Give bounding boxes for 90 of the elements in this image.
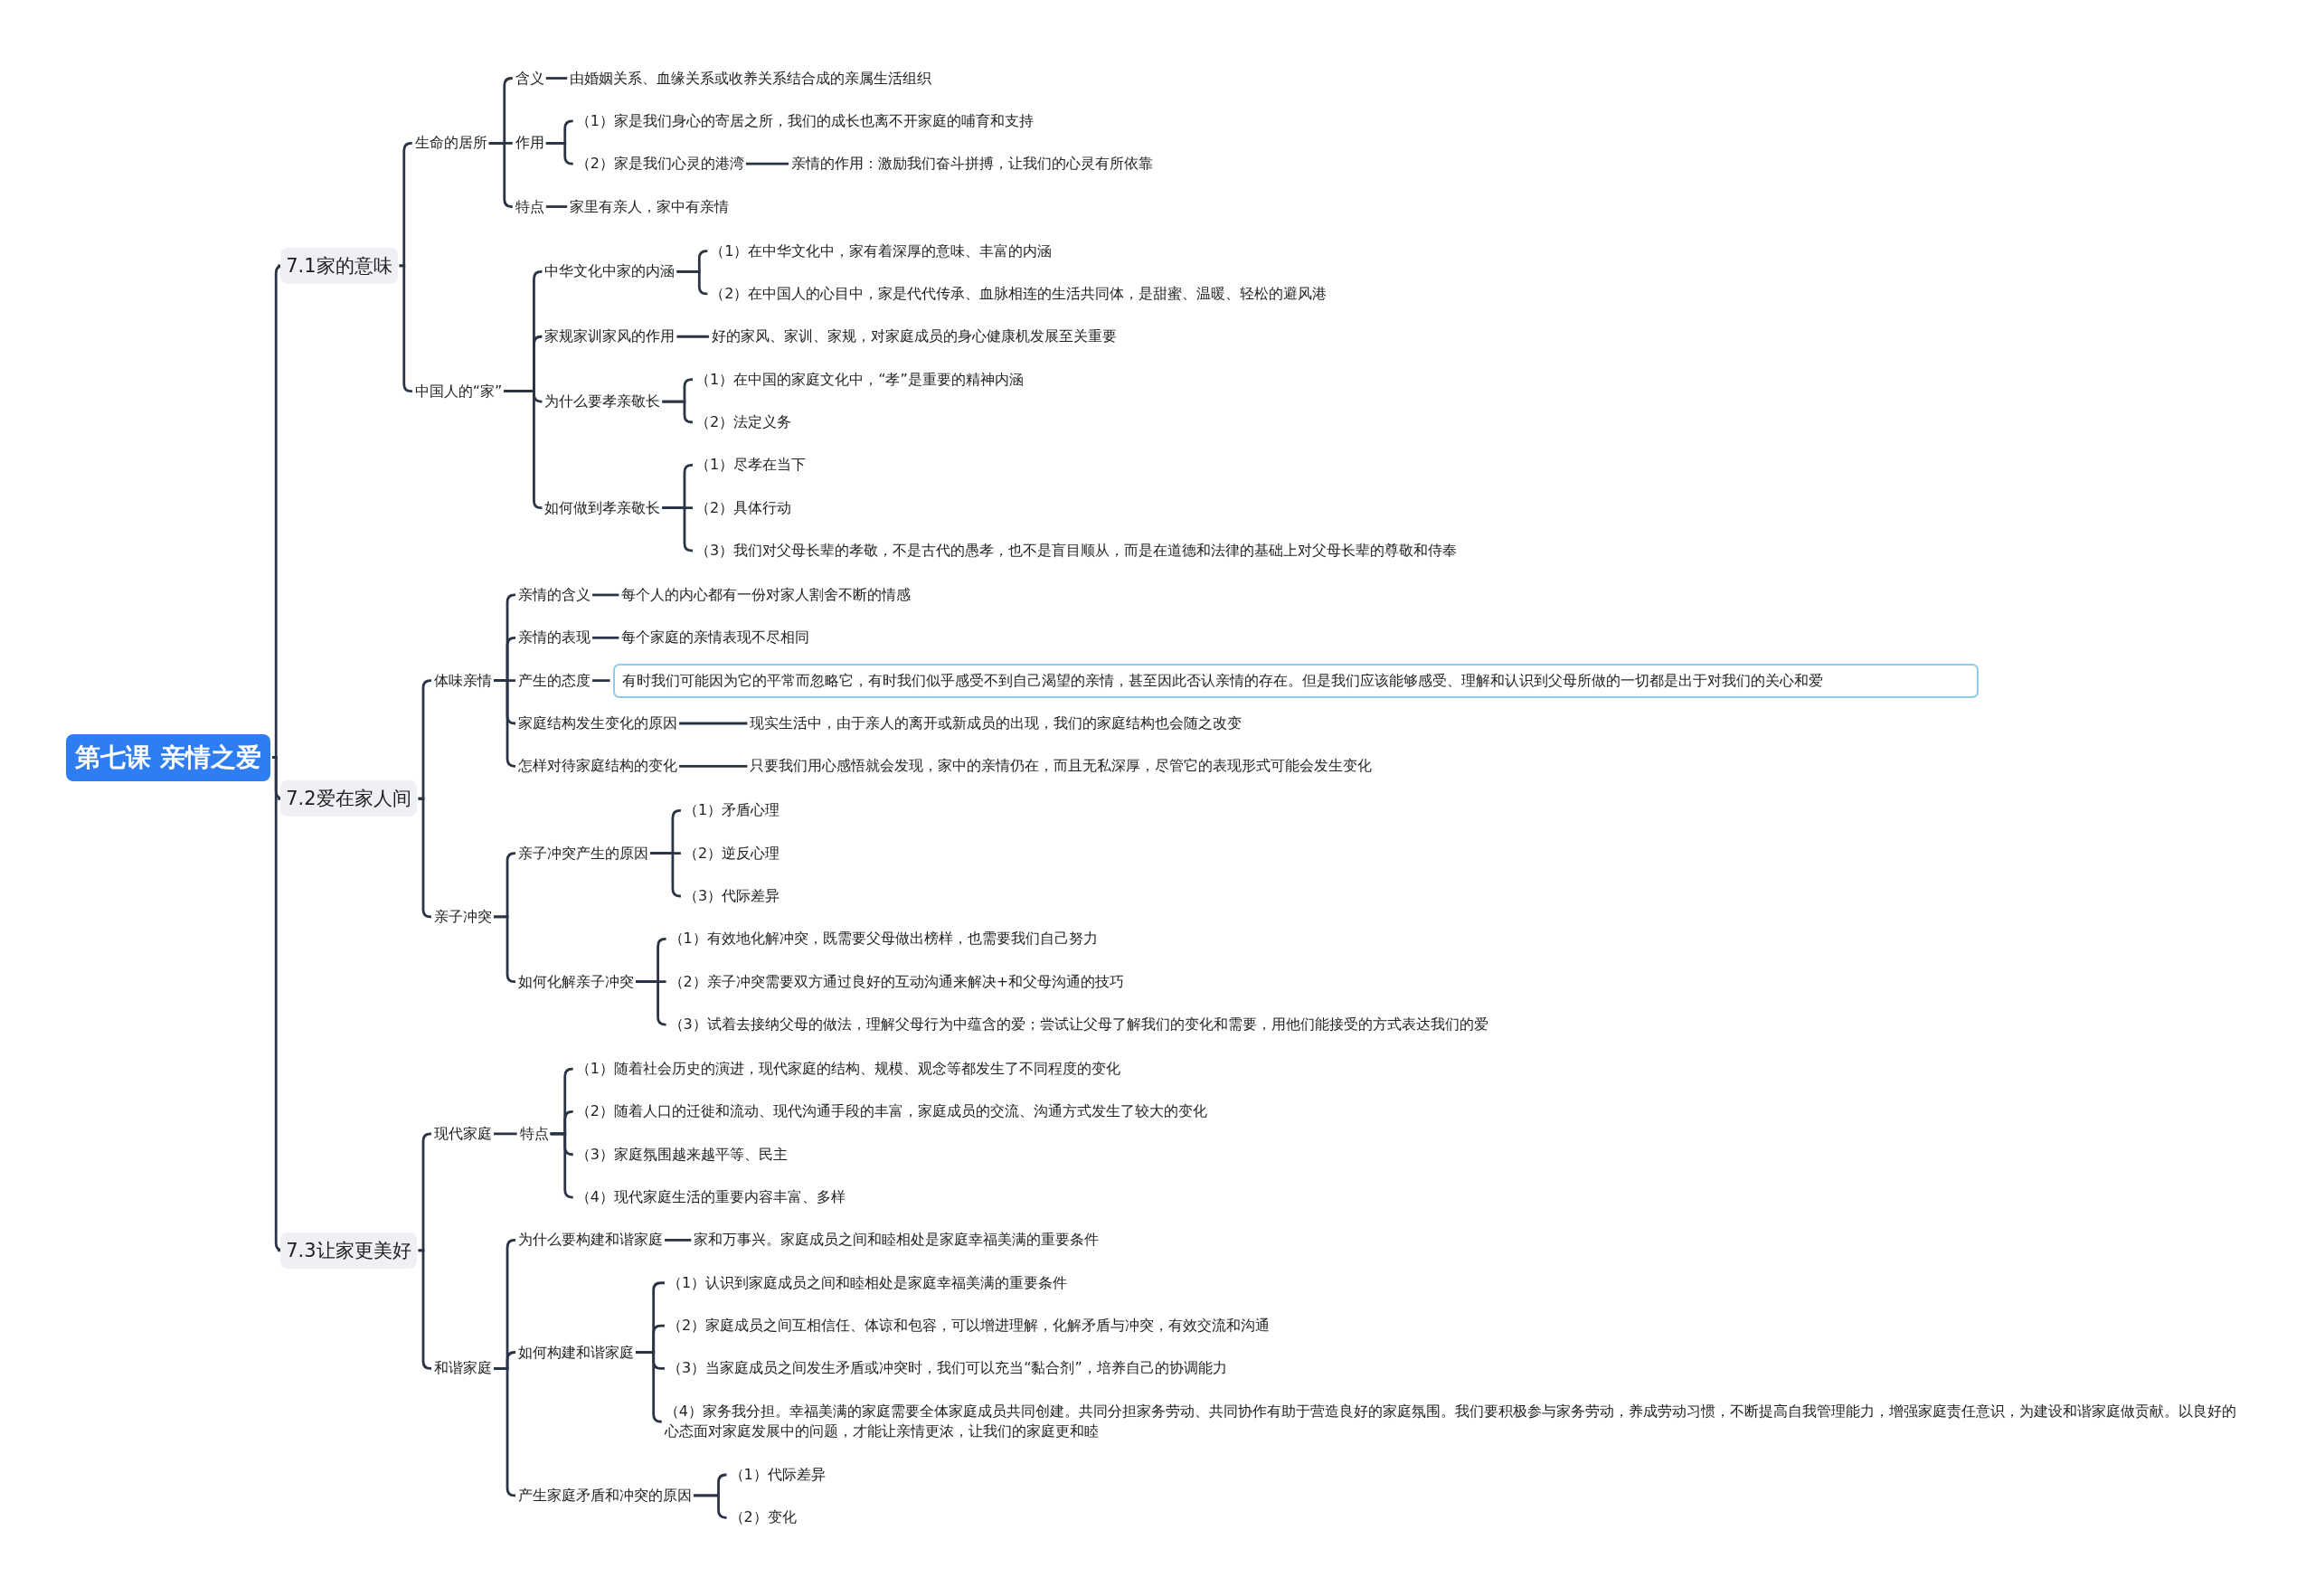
connector-line <box>662 506 694 552</box>
connector-line <box>494 1132 517 1136</box>
topic-text: 含义 <box>515 68 544 89</box>
topic-text: 家里有亲人，家中有亲情 <box>570 196 730 217</box>
topic-text: （1）尽孝在当下 <box>694 455 807 476</box>
topic-text: 现代家庭 <box>434 1123 492 1144</box>
topic-text: 中华文化中家的内涵 <box>544 261 676 282</box>
connector-line <box>494 915 516 984</box>
connector-line <box>694 1494 727 1519</box>
connector-line <box>592 679 610 683</box>
topic-text: （2）逆反心理 <box>683 843 780 864</box>
topic-text: 家庭结构发生变化的原因 <box>518 713 678 733</box>
topic-text: 好的家风、家训、家规，对家庭成员的身心健康机发展至关重要 <box>711 326 1117 347</box>
topic-text: 为什么要孝亲敬长 <box>544 392 661 412</box>
topic-text: （2）具体行动 <box>694 497 792 518</box>
topic-text: 和谐家庭 <box>434 1358 492 1379</box>
connector-line <box>399 264 413 393</box>
connector-line <box>418 797 432 919</box>
topic-text: 怎样对待家庭结构的变化 <box>518 756 678 777</box>
topic-text: 特点 <box>519 1123 549 1144</box>
connector-line <box>545 141 574 165</box>
topic-text: 每个家庭的亲情表现不尽相同 <box>621 628 810 648</box>
connector-line <box>679 722 748 725</box>
topic-text: 体味亲情 <box>434 670 492 691</box>
topic-box: 7.2爱在家人间 <box>280 780 417 817</box>
topic-text: 产生家庭矛盾和冲突的原因 <box>518 1485 693 1506</box>
topic-text: 现实生活中，由于亲人的离开或新成员的出现，我们的家庭结构也会随之改变 <box>750 713 1243 733</box>
topic-text: （1）在中华文化中，家有着深厚的意味、丰富的内涵 <box>710 241 1053 261</box>
topic-text: （4）现代家庭生活的重要内容丰富、多样 <box>575 1187 846 1208</box>
topic-text: 如何构建和谐家庭 <box>518 1342 635 1363</box>
topic-text: 亲子冲突 <box>434 906 492 927</box>
topic-text: （3）当家庭成员之间发生矛盾或冲突时，我们可以充当“黏合剂”，培养自己的协调能力 <box>666 1358 1227 1379</box>
topic-text: 特点 <box>515 196 544 217</box>
topic-text: 亲情的表现 <box>518 628 591 648</box>
topic-box: 7.1家的意味 <box>280 247 398 284</box>
connector-line <box>592 636 619 639</box>
connector-line <box>676 335 709 338</box>
topic-text: （2）变化 <box>729 1507 797 1528</box>
connector-line <box>745 162 789 165</box>
connector-line <box>665 1239 692 1242</box>
connector-line <box>550 1132 574 1199</box>
topic-text: 亲情的作用：激励我们奋斗拼搏，让我们的心灵有所依靠 <box>791 154 1154 175</box>
topic-text: （2）随着人口的迁徙和流动、现代沟通手段的丰富，家庭成员的交流、沟通方式发生了较大的变化 <box>575 1101 1207 1122</box>
topic-text: （2）亲子冲突需要双方通过良好的互动沟通来解决+和父母沟通的技巧 <box>668 971 1125 992</box>
topic-text: （1）在中国的家庭文化中，“孝”是重要的精神内涵 <box>694 369 1024 390</box>
connector-line <box>488 141 514 208</box>
topic-text: （2）在中国人的心目中，家是代代传承、血脉相连的生活共同体，是甜蜜、温暖、轻松的避风港 <box>710 283 1328 304</box>
connector-line <box>679 764 748 768</box>
connector-line <box>545 205 568 208</box>
connector-line <box>418 1249 432 1370</box>
topic-text: （3）代际差异 <box>683 886 780 906</box>
topic-text: 中国人的“家” <box>414 381 503 401</box>
topic-text: 每个人的内心都有一份对家人割舍不断的情感 <box>621 584 912 605</box>
topic-text: 亲子冲突产生的原因 <box>518 843 649 864</box>
topic-text: 只要我们用心感悟就会发现，家中的亲情仍在，而且无私深厚，尽管它的表现形式可能会发生变化 <box>750 756 1373 777</box>
topic-text: （2）家是我们心灵的港湾 <box>575 154 744 175</box>
central-topic-box: 第七课 亲情之爱 <box>66 733 271 781</box>
connector-line <box>494 679 516 768</box>
topic-text: 家和万事兴。家庭成员之间和睦相处是家庭幸福美满的重要条件 <box>694 1230 1100 1251</box>
topic-text: 作用 <box>515 133 544 154</box>
topic-text: 由婚姻关系、血缘关系或收养关系结合成的亲属生活组织 <box>570 68 932 89</box>
topic-text: （1）随着社会历史的演进，现代家庭的结构、规模、观念等都发生了不同程度的变化 <box>575 1059 1120 1080</box>
topic-text: 为什么要构建和谐家庭 <box>518 1230 664 1251</box>
outlined-text-box: 有时我们可能因为它的平常而忽略它，有时我们似乎感受不到自己渴望的亲情，甚至因此否认亲情的存在。但是我们应该能够感受、理解和认识到父母所做的一切都是出于对我们的关心和爱 <box>612 663 1979 698</box>
connector-line <box>545 77 568 80</box>
topic-text: （4）家务我分担。幸福美满的家庭需要全体家庭成员共同创建。共同分担家务劳动、共同协作有助于营造良好的家庭氛围。我们要积极参与家务劳动，养成劳动习惯，不断提高自我管理能力，增强家庭责任意识，为建设和谐家庭做贡献。以良好的心态面对家庭发展中的问题，才能让亲情更浓，让我们的家庭更和睦 <box>664 1402 2244 1442</box>
connector-line <box>650 852 682 898</box>
topic-text: （1）认识到家庭成员之间和睦相处是家庭幸福美满的重要条件 <box>666 1272 1068 1293</box>
topic-text: 如何化解亲子冲突 <box>518 971 635 992</box>
topic-text: 产生的态度 <box>518 670 591 691</box>
connector-line <box>636 980 666 1026</box>
topic-text: （1）代际差异 <box>729 1465 826 1485</box>
topic-text: 如何做到孝亲敬长 <box>544 497 661 518</box>
topic-text: （1）家是我们身心的寄居之所，我们的成长也离不开家庭的哺育和支持 <box>575 110 1034 131</box>
connector-line <box>592 593 619 597</box>
connector-line <box>494 1367 516 1497</box>
topic-text: （3）试着去接纳父母的做法，理解父母行为中蕴含的爱；尝试让父母了解我们的变化和需要，用他们能接受的方式表达我们的爱 <box>668 1015 1488 1035</box>
topic-text: 生命的居所 <box>414 133 487 154</box>
topic-text: （3）家庭氛围越来越平等、民主 <box>575 1144 788 1165</box>
topic-text: 家规家训家风的作用 <box>544 326 676 347</box>
connector-line <box>676 270 708 296</box>
topic-text: （2）法定义务 <box>694 411 792 432</box>
connector-line <box>662 400 694 424</box>
topic-text: （1）有效地化解冲突，既需要父母做出榜样，也需要我们自己努力 <box>668 929 1098 949</box>
connector-line <box>504 390 543 510</box>
topic-text: （1）矛盾心理 <box>683 800 780 821</box>
topic-text: （2）家庭成员之间互相信任、体谅和包容，可以增进理解，化解矛盾与冲突，有效交流和沟通 <box>666 1316 1271 1336</box>
topic-text: 亲情的含义 <box>518 584 591 605</box>
topic-text: （3）我们对父母长辈的孝敬，不是古代的愚孝，也不是盲目顺从，而是在道德和法律的基础上对父母长辈的尊敬和侍奉 <box>694 540 1458 561</box>
topic-box: 7.3让家更美好 <box>280 1232 417 1269</box>
